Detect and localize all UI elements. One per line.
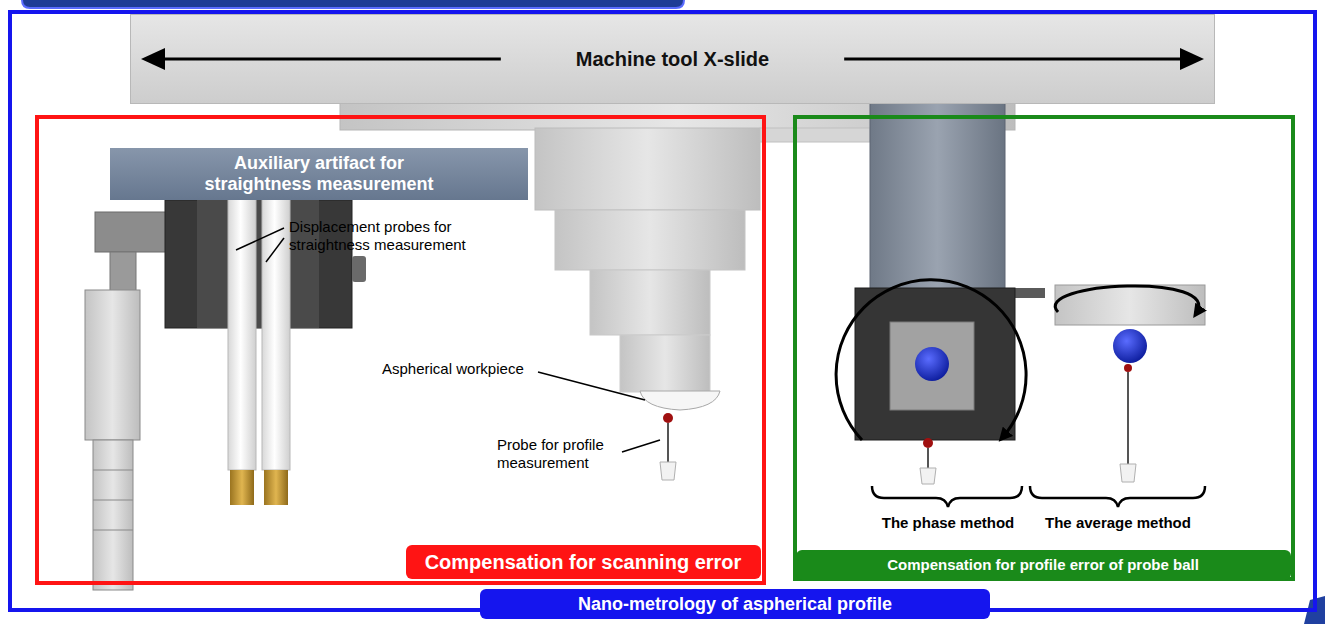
method-label: The average method — [1045, 514, 1191, 532]
phase-method-fixture — [870, 100, 1005, 290]
micrometer-stand — [85, 290, 140, 440]
title-tab-decoration — [22, 0, 684, 8]
tab-label: Nano-metrology of aspherical profile — [480, 589, 990, 619]
average-method-fixture — [1055, 286, 1199, 314]
micrometer-stand — [110, 252, 136, 292]
probe-callout: Displacement probes for straightness mea… — [289, 218, 484, 254]
micrometer-stand — [93, 530, 133, 531]
x-slide-bar: Machine tool X-slide — [130, 14, 1215, 104]
leader-lines — [266, 238, 284, 262]
leader-lines — [236, 228, 660, 452]
leader-lines — [622, 440, 660, 452]
displacement-probes — [230, 470, 254, 505]
method-braces — [872, 486, 1205, 507]
title-tab-decoration — [22, 0, 684, 8]
profile-probe — [660, 413, 676, 480]
slide-label: Machine tool X-slide — [576, 48, 769, 71]
arrow-head — [1180, 48, 1204, 70]
phase-method-fixture — [836, 100, 1045, 484]
average-method-fixture — [1124, 364, 1132, 372]
displacement-probes — [228, 195, 256, 470]
average-method-fixture — [1113, 329, 1147, 363]
micrometer-stand — [95, 212, 170, 252]
displacement-probes — [352, 256, 366, 282]
scanning-error-box: Compensation for scanning error Auxiliary… — [35, 115, 766, 585]
profile-probe — [667, 423, 669, 466]
arrow-shaft — [844, 58, 1184, 61]
aspherical-workpiece — [640, 391, 720, 410]
arrow-head — [141, 48, 165, 70]
tab-label: Compensation for scanning error — [406, 545, 761, 579]
phase-method-fixture — [890, 322, 974, 410]
phase-method-fixture — [920, 468, 936, 484]
average-method-fixture — [1055, 285, 1205, 482]
micrometer-stand — [93, 440, 133, 590]
phase-method-fixture — [836, 280, 1026, 440]
leader-lines — [538, 372, 645, 400]
probe-callout: Probe for profile measurement — [497, 436, 625, 472]
machine-body — [555, 210, 745, 270]
profile-probe — [663, 413, 673, 423]
artifact-label: Auxiliary artifact for straightness meas… — [194, 153, 444, 195]
method-braces — [1030, 486, 1205, 507]
aspherical-workpiece — [640, 391, 720, 410]
corner-decoration — [1304, 596, 1325, 624]
arrow-shaft — [161, 58, 501, 61]
phase-method-fixture — [855, 288, 1015, 440]
displacement-probes — [264, 470, 288, 505]
phase-method-fixture — [915, 347, 949, 381]
machine-body — [590, 270, 710, 335]
machine-body — [620, 335, 710, 392]
method-braces — [872, 486, 1022, 507]
machine-body — [535, 128, 760, 210]
machine-body — [760, 128, 870, 142]
phase-method-fixture — [923, 438, 933, 448]
micrometer-stand — [93, 500, 133, 501]
tab-label: Compensation for profile error of probe … — [796, 550, 1291, 580]
artifact-box: Auxiliary artifact for straightness meas… — [110, 148, 528, 200]
average-method-fixture — [1120, 464, 1136, 482]
corner-decoration — [1304, 596, 1325, 624]
workpiece-callout: Aspherical workpiece — [382, 360, 524, 378]
micrometer-stand — [93, 470, 133, 471]
average-method-fixture — [1055, 285, 1205, 325]
profile-probe — [660, 462, 676, 480]
average-method-fixture — [1127, 372, 1129, 468]
method-label: The phase method — [882, 514, 1015, 532]
micrometer-stand — [85, 212, 170, 590]
probe-ball-box: Compensation for profile error of probe … — [793, 115, 1295, 581]
